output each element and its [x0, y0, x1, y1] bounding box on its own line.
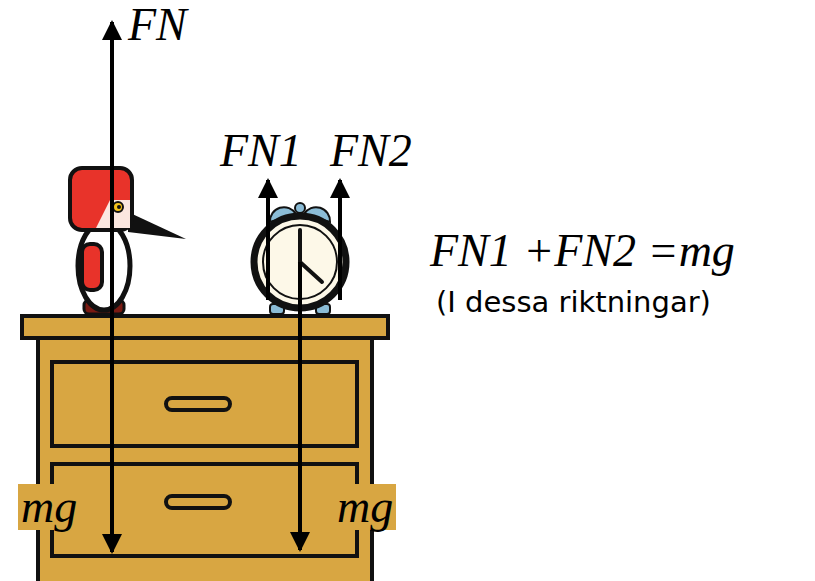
- force-arrows: [112, 22, 340, 552]
- woodpecker: [70, 168, 186, 314]
- force-label: mg: [334, 484, 396, 530]
- force-label: FN: [128, 2, 187, 48]
- dresser: [22, 316, 388, 581]
- equation: FN1 +FN2 =mg: [430, 228, 735, 274]
- note: (I dessa riktningar): [436, 288, 711, 317]
- force-label: FN1: [220, 128, 302, 174]
- force-label: mg: [18, 484, 80, 530]
- force-label: FN2: [330, 128, 412, 174]
